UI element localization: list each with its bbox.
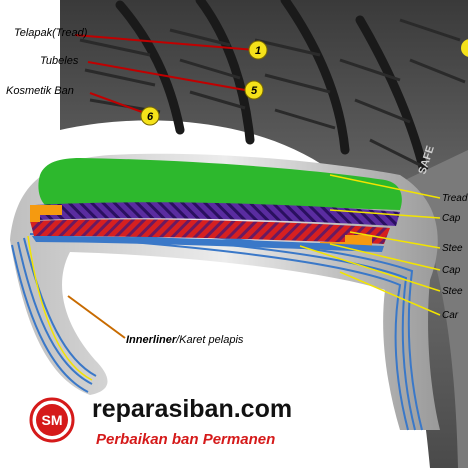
callout-number: 5 <box>251 85 258 97</box>
label-innerliner-bold: Innerliner <box>126 334 177 346</box>
brand-site-name: reparasiban.com <box>92 395 292 423</box>
callout-number: 1 <box>255 45 261 57</box>
brand-logo: SM <box>29 397 75 443</box>
callout-badge-partial <box>461 39 468 57</box>
label-layer-cap-2: Cap <box>442 265 461 276</box>
callout-number: 6 <box>147 111 154 123</box>
cap-edge-left <box>30 205 62 222</box>
label-telapak: Telapak(Tread) <box>14 27 88 39</box>
tread-sipes <box>79 18 466 167</box>
brand-tagline: Perbaikan ban Permanen <box>96 431 275 448</box>
innerliner-leader-line <box>67 295 126 339</box>
layer-leader-lines <box>299 174 441 316</box>
layer-steel-belt <box>30 219 390 244</box>
label-innerliner: Innerliner/Karet pelapis <box>126 334 244 346</box>
innerliner-line <box>27 235 93 381</box>
callout-badge-6: 6 <box>140 106 160 126</box>
label-tubeles: Tubeles <box>40 55 79 67</box>
tire-sidewall <box>405 150 468 468</box>
label-layer-steel-1: Stee <box>442 243 463 254</box>
brand-badge-text: SM <box>42 412 63 428</box>
callout-badge-5: 5 <box>244 80 264 100</box>
label-layer-steel-2: Stee <box>442 286 463 297</box>
callout-badge-1: 1 <box>248 40 268 60</box>
label-layer-tread: Tread <box>442 193 468 204</box>
label-layer-cap-1: Cap <box>442 213 461 224</box>
layer-tread <box>38 158 402 210</box>
label-kosmetik: Kosmetik Ban <box>6 85 74 97</box>
tire-tread-background <box>60 0 468 468</box>
label-innerliner-rest: /Karet pelapis <box>175 334 244 346</box>
callout-leader-lines <box>74 34 256 113</box>
layer-cap-ply <box>35 202 400 226</box>
label-layer-carcass: Car <box>442 310 459 321</box>
layer-carcass-band <box>32 236 384 252</box>
